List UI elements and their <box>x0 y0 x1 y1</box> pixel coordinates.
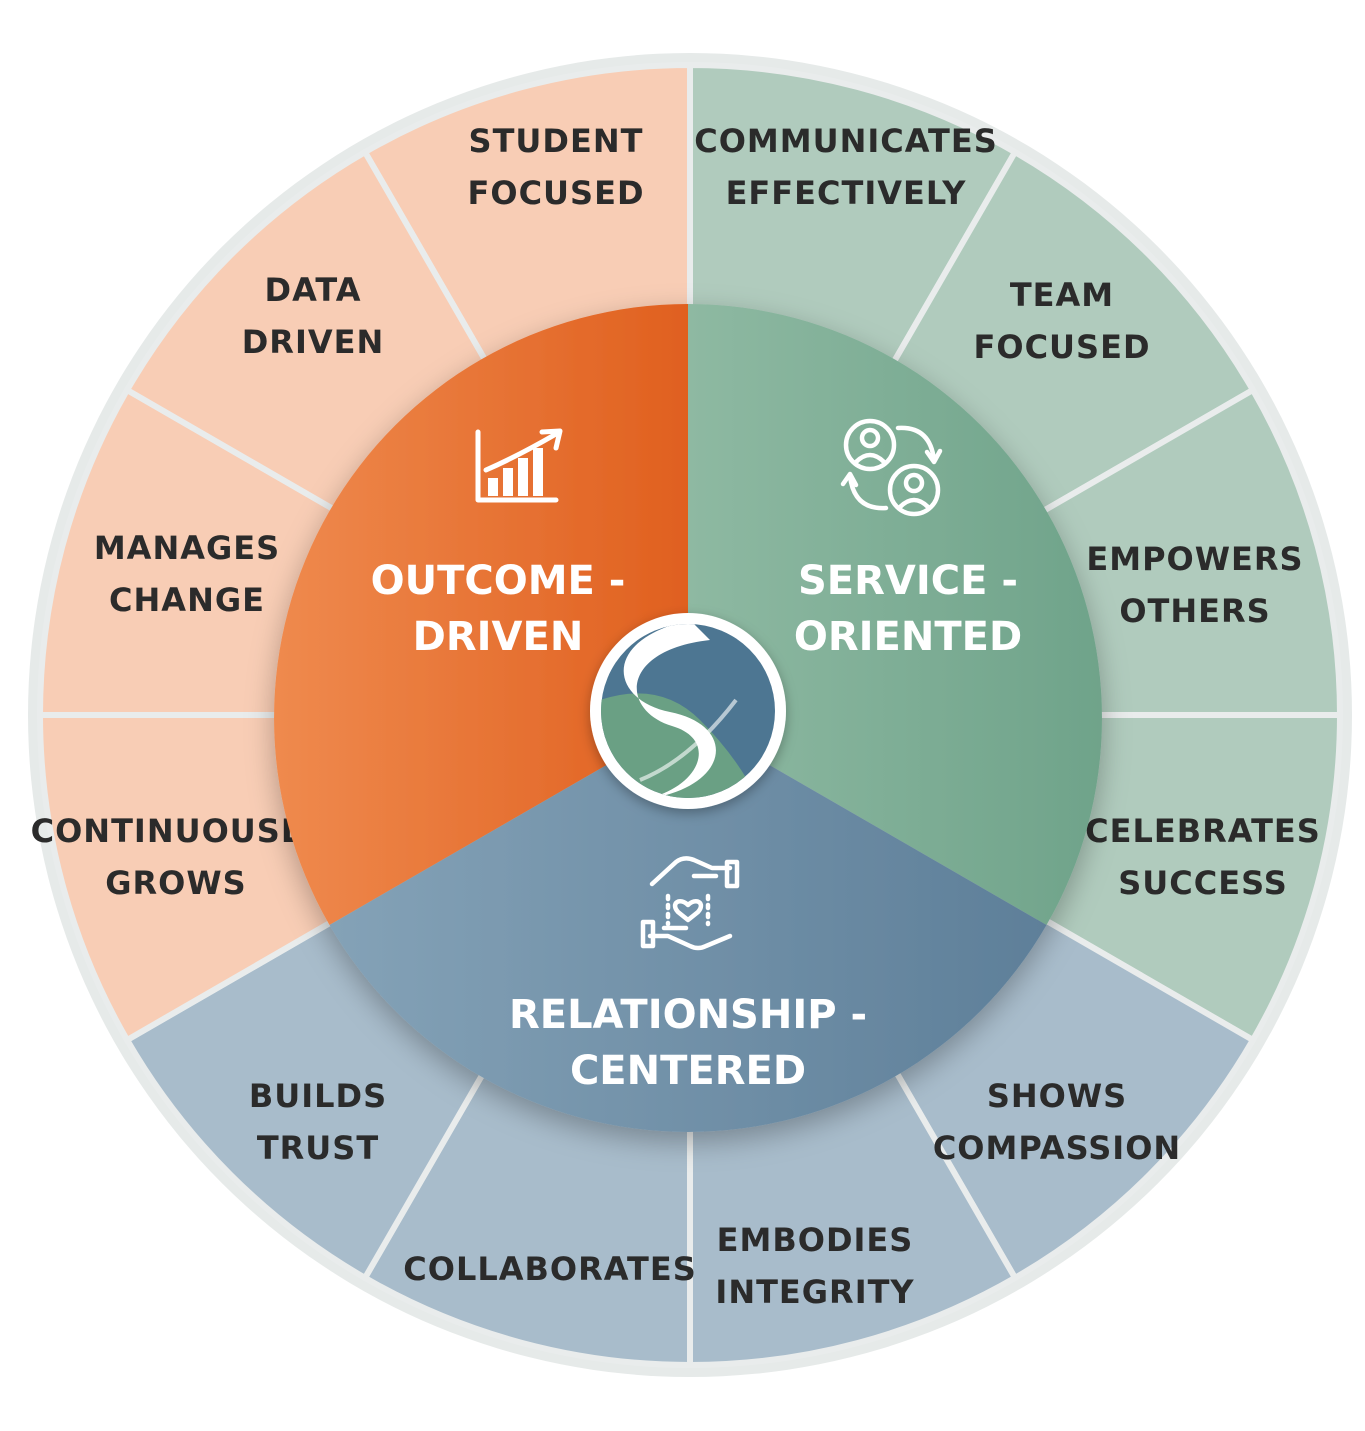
core-segment-outcome-driven <box>274 304 688 925</box>
core-label-service-line1: SERVICE - <box>798 558 1018 604</box>
people-exchange-icon <box>840 418 943 517</box>
core-label-relationship-line2: CENTERED <box>570 1048 806 1094</box>
outer-label-embodies-integrity-line1: EMBODIES <box>717 1221 914 1259</box>
outer-label-manages-change-line1: MANAGES <box>94 529 280 567</box>
core-label-outcome-driven: OUTCOME - DRIVEN <box>371 558 626 660</box>
outer-ring: STUDENT FOCUSED COMMUNICATES EFFECTIVELY TEA… <box>31 61 1344 1369</box>
core-label-outcome-line2: DRIVEN <box>413 614 584 660</box>
outer-label-communicates-effectively-line1: COMMUNICATES <box>694 122 998 160</box>
core-segment-service-oriented <box>688 304 1102 925</box>
core-label-service-oriented: SERVICE - ORIENTED <box>794 558 1022 660</box>
outer-label-continuously-grows-line2: GROWS <box>105 864 246 902</box>
outer-label-celebrates-success-line2: SUCCESS <box>1118 864 1288 902</box>
s-leaf-logo <box>590 613 786 809</box>
outer-label-shows-compassion-line1: SHOWS <box>987 1077 1127 1115</box>
outer-label-team-focused-line2: FOCUSED <box>974 328 1151 366</box>
outer-label-collaborates-line1: COLLABORATES <box>403 1250 696 1288</box>
core-label-outcome-line1: OUTCOME - <box>371 558 626 604</box>
core-segment-relationship-centered <box>329 718 1047 1132</box>
caring-hands-heart-icon <box>640 856 740 951</box>
outer-label-builds-trust-line2: TRUST <box>257 1129 379 1167</box>
core-label-relationship-centered: RELATIONSHIP - CENTERED <box>509 992 867 1094</box>
outer-label-embodies-integrity-line2: INTEGRITY <box>715 1273 914 1311</box>
outer-label-shows-compassion-line2: COMPASSION <box>933 1129 1181 1167</box>
core-label-service-line2: ORIENTED <box>794 614 1022 660</box>
outer-label-data-driven-line2: DRIVEN <box>242 323 385 361</box>
outer-label-celebrates-success-line1: CELEBRATES <box>1085 812 1321 850</box>
outer-label-data-driven-line1: DATA <box>265 271 362 309</box>
outer-label-empowers-others-line1: EMPOWERS <box>1086 540 1303 578</box>
outer-label-continuously-grows-line1: CONTINUOUSLY <box>31 812 322 850</box>
outer-label-empowers-others-line2: OTHERS <box>1119 592 1270 630</box>
outer-label-team-focused-line1: TEAM <box>1010 276 1114 314</box>
outer-label-student-focused-line2: FOCUSED <box>468 174 645 212</box>
core-label-relationship-line1: RELATIONSHIP - <box>509 992 867 1038</box>
growth-chart-icon <box>475 428 563 503</box>
core-circle <box>274 304 1102 1132</box>
outer-label-builds-trust-line1: BUILDS <box>249 1077 387 1115</box>
outer-label-communicates-effectively-line2: EFFECTIVELY <box>726 174 967 212</box>
outer-label-student-focused-line1: STUDENT <box>469 122 644 160</box>
outer-label-manages-change-line2: CHANGE <box>109 581 265 619</box>
